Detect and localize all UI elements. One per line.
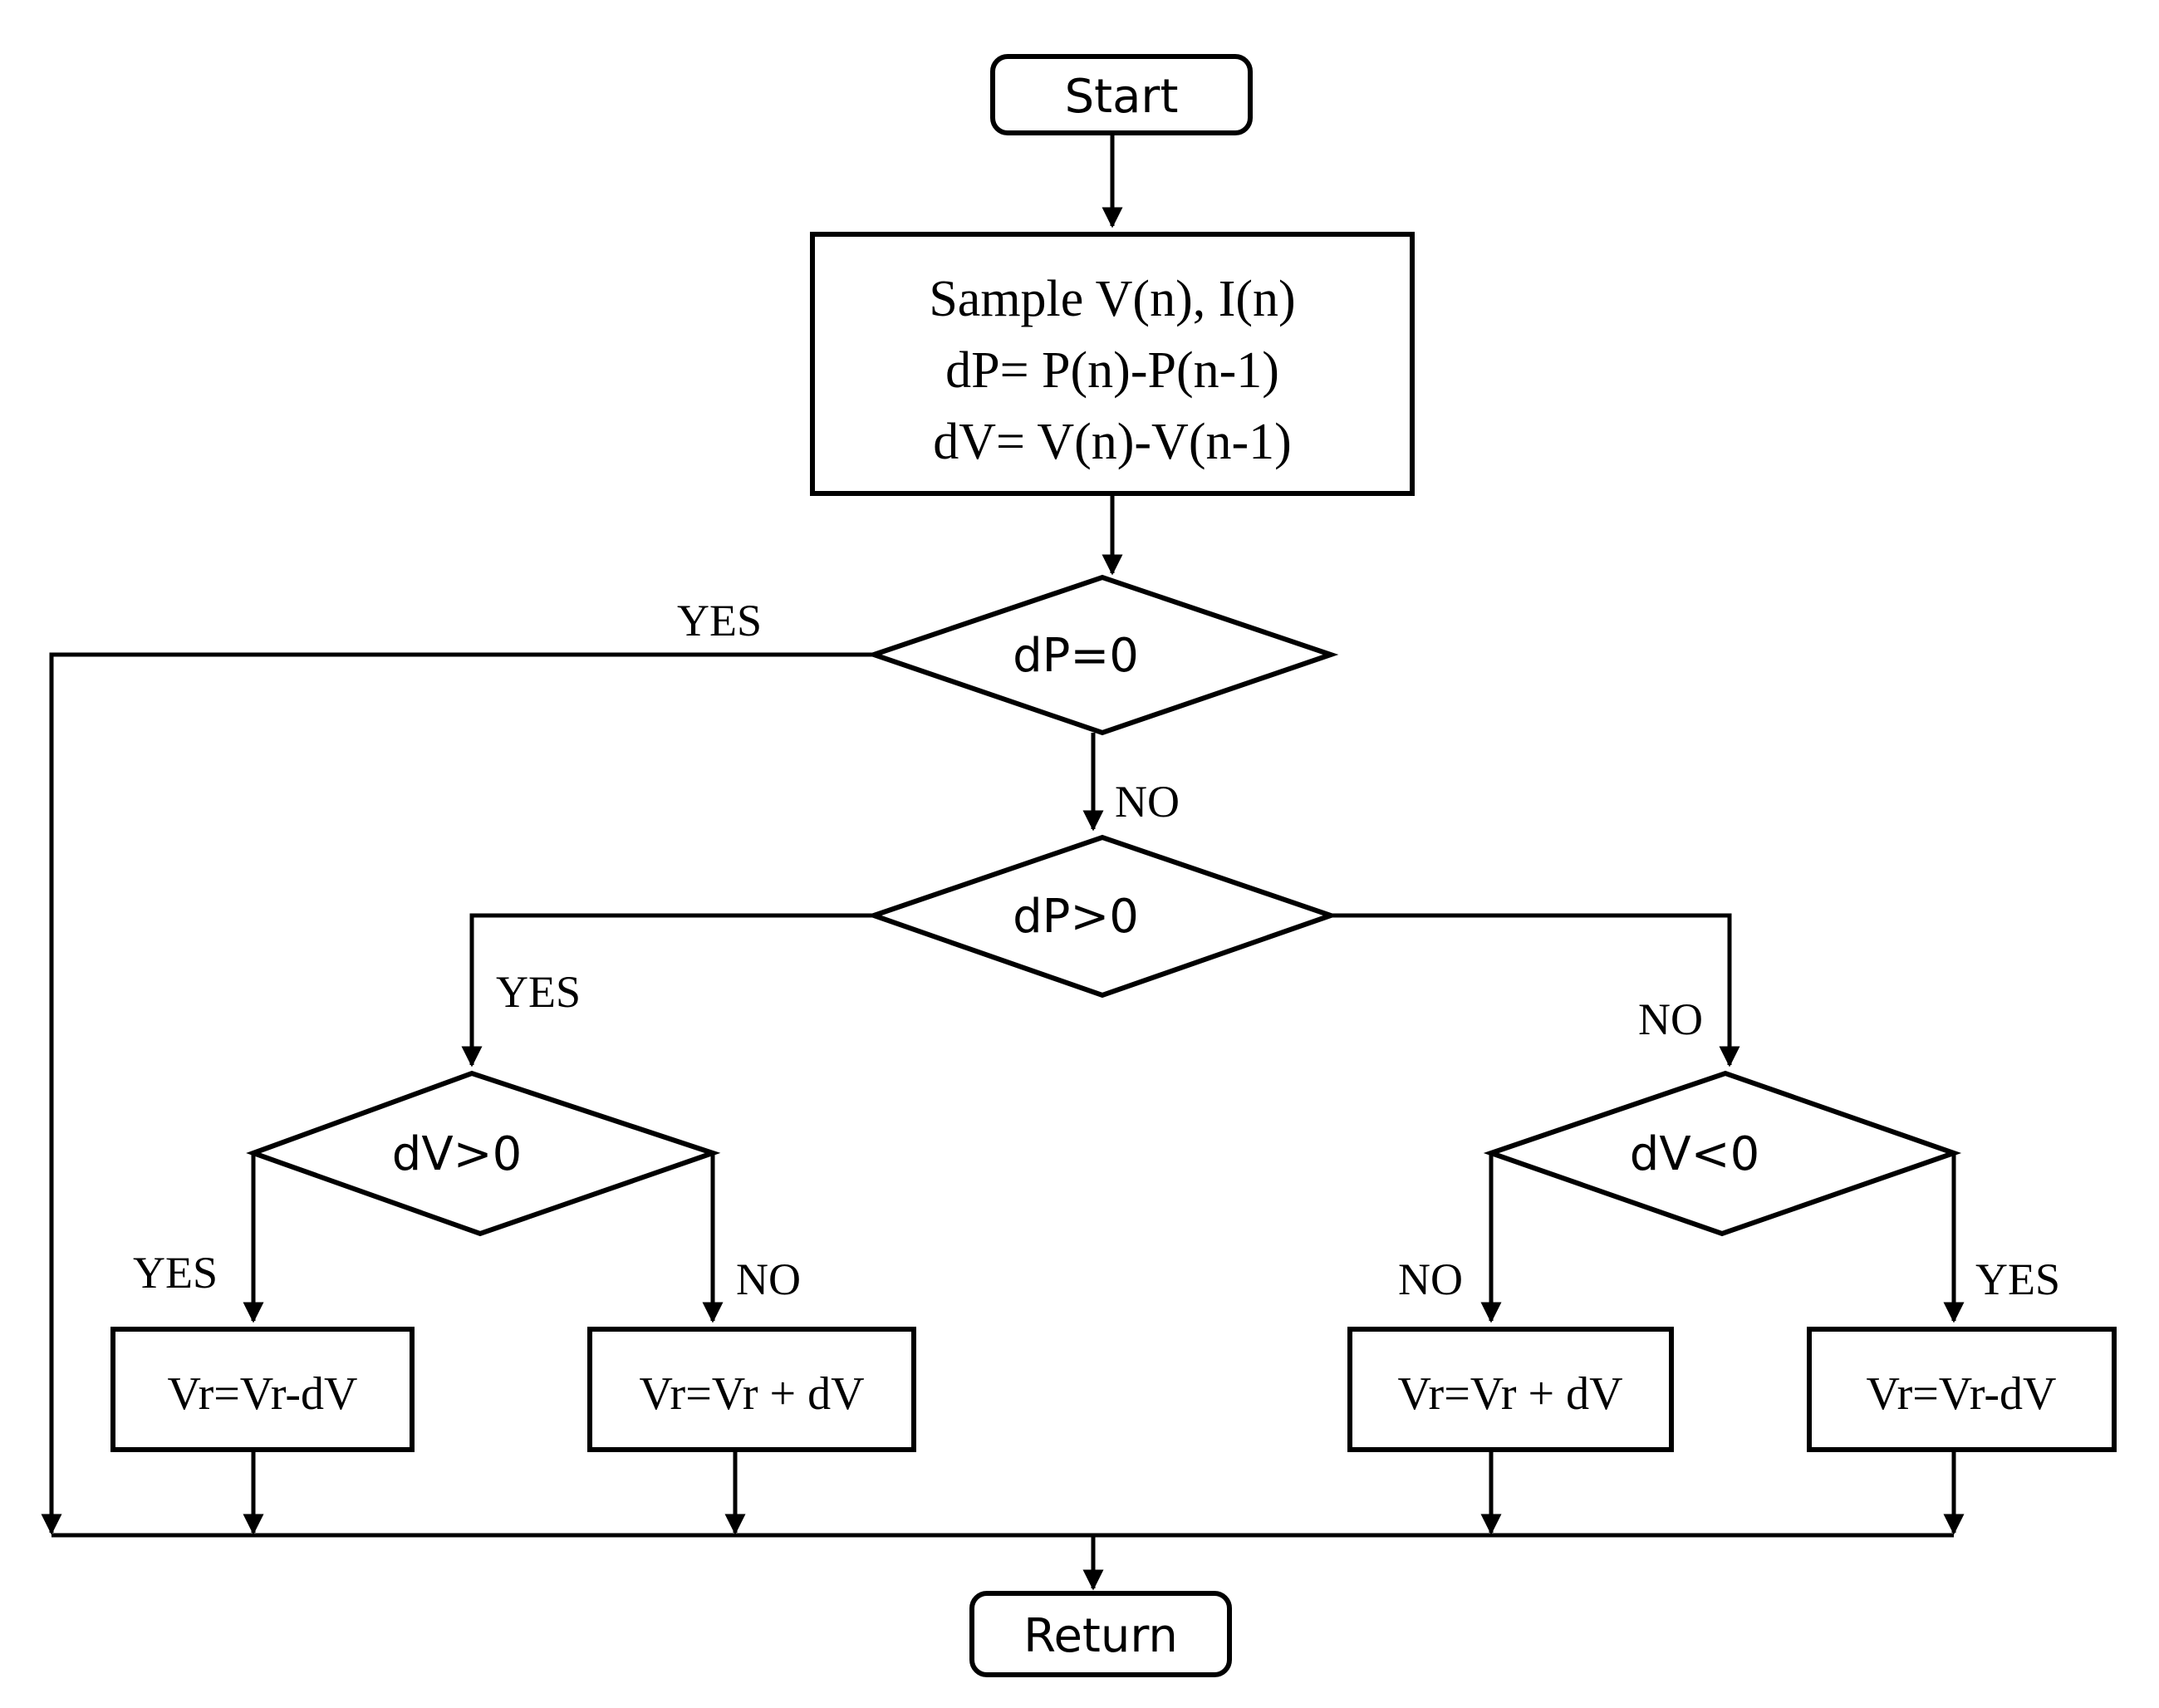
arrow-dp-pos-yes bbox=[461, 913, 874, 1068]
arrow-dp-pos-no bbox=[1331, 913, 1740, 1068]
box-vr-plus-dv-left-label: Vr=Vr + dV bbox=[639, 1368, 864, 1420]
label-dv-neg-no: NO bbox=[1398, 1254, 1463, 1304]
start-terminal bbox=[990, 54, 1253, 135]
box-vr-plus-dv-right bbox=[1347, 1327, 1674, 1452]
decision-dv-pos-label: dV>0 bbox=[392, 1127, 522, 1181]
decision-dp-pos-label: dP>0 bbox=[1013, 890, 1139, 944]
sample-line-3: dV= V(n)-V(n-1) bbox=[933, 414, 1292, 470]
box-vr-minus-dv-left bbox=[110, 1327, 415, 1452]
label-dp-zero-no: NO bbox=[1115, 777, 1180, 827]
label-dv-pos-no: NO bbox=[736, 1254, 801, 1304]
box-vr-plus-dv-right-label: Vr=Vr + dV bbox=[1397, 1368, 1622, 1420]
return-label: Return bbox=[1023, 1609, 1178, 1663]
label-dp-pos-no: NO bbox=[1638, 994, 1703, 1044]
sample-process-box bbox=[810, 232, 1415, 496]
label-dv-pos-yes: YES bbox=[133, 1248, 218, 1298]
decision-dp-zero-label: dP=0 bbox=[1013, 629, 1139, 683]
label-dp-pos-yes: YES bbox=[496, 967, 581, 1017]
decision-dv-neg-label: dV<0 bbox=[1630, 1127, 1759, 1181]
sample-line-1: Sample V(n), I(n) bbox=[929, 271, 1295, 327]
start-label: Start bbox=[1065, 70, 1179, 124]
return-terminal bbox=[969, 1591, 1232, 1677]
arrow-dp-zero-yes bbox=[41, 652, 874, 1535]
sample-line-2: dP= P(n)-P(n-1) bbox=[945, 342, 1279, 399]
decision-dp-zero bbox=[866, 574, 1339, 736]
box-vr-minus-dv-left-label: Vr=Vr-dV bbox=[167, 1368, 357, 1420]
label-dv-neg-yes: YES bbox=[1975, 1254, 2060, 1304]
label-dp-zero-yes: YES bbox=[677, 596, 762, 645]
box-vr-minus-dv-right bbox=[1807, 1327, 2117, 1452]
box-vr-minus-dv-right-label: Vr=Vr-dV bbox=[1866, 1368, 2056, 1420]
box-vr-plus-dv-left bbox=[587, 1327, 916, 1452]
